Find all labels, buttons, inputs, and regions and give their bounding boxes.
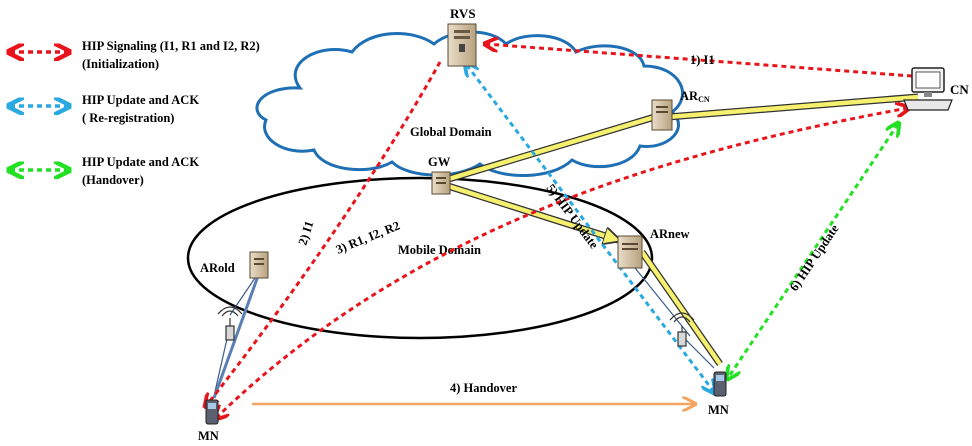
legend-signaling-label: HIP Signaling (I1, R1 and I2, R2) xyxy=(82,39,260,53)
step6-label: 6) HIP Update xyxy=(787,222,842,294)
ar-cn-router-icon xyxy=(651,99,673,131)
step2-label: 2) I1 xyxy=(296,219,317,247)
mobile-domain-label: Mobile Domain xyxy=(398,243,481,257)
mn-new-phone-icon xyxy=(713,371,727,397)
legend-item-signaling: HIP Signaling (I1, R1 and I2, R2) (Initi… xyxy=(10,39,260,71)
ar-cn-label: ARCN xyxy=(680,89,710,104)
legend-item-reregistration: HIP Update and ACK ( Re-registration) xyxy=(10,93,199,125)
wired-links xyxy=(213,257,715,397)
cn-computer-icon xyxy=(903,67,953,111)
arnew-label: ARnew xyxy=(650,227,690,241)
new-antenna-icon xyxy=(669,312,695,347)
mn-new-label: MN xyxy=(708,403,729,417)
rvs-label: RVS xyxy=(450,6,476,21)
cn-label: CN xyxy=(950,82,969,97)
step3-label: 3) R1, I2, R2 xyxy=(334,218,402,256)
mn-old-label: MN xyxy=(198,429,219,443)
gw-label: GW xyxy=(428,155,451,169)
step4-label: 4) Handover xyxy=(450,381,517,395)
step1-label: 1) I1 xyxy=(690,53,715,67)
gw-router-icon xyxy=(431,171,451,195)
legend: HIP Signaling (I1, R1 and I2, R2) (Initi… xyxy=(10,39,260,187)
reregistration-arrow xyxy=(466,64,714,392)
global-domain-label: Global Domain xyxy=(410,125,492,139)
arnew-router-icon xyxy=(617,235,643,269)
legend-reregistration-sublabel: ( Re-registration) xyxy=(82,111,174,125)
data-path-arold-mn xyxy=(212,275,260,399)
legend-handover-label: HIP Update and ACK xyxy=(82,155,199,169)
rvs-server-icon xyxy=(447,23,477,67)
legend-signaling-sublabel: (Initialization) xyxy=(82,57,159,71)
legend-item-handover: HIP Update and ACK (Handover) xyxy=(10,155,199,187)
handover-update-arrow xyxy=(728,124,898,378)
arold-label: ARold xyxy=(200,261,235,275)
arold-router-icon xyxy=(249,251,269,279)
mn-old-phone-icon xyxy=(205,399,219,425)
old-antenna-icon xyxy=(217,306,243,341)
legend-reregistration-label: HIP Update and ACK xyxy=(82,93,199,107)
legend-handover-sublabel: (Handover) xyxy=(82,173,144,187)
